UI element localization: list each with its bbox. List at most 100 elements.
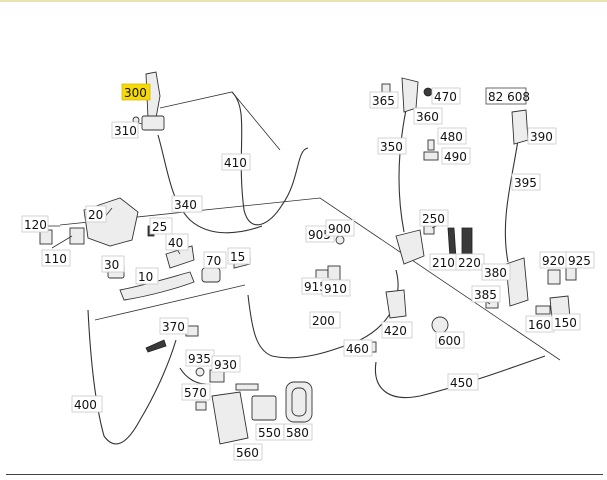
callout-250[interactable]: 250 bbox=[419, 209, 449, 227]
callout-930[interactable]: 930 bbox=[211, 355, 241, 373]
callout-600-text: 600 bbox=[438, 334, 461, 348]
callout-905-text: 905 bbox=[308, 228, 331, 242]
callout-25-text: 25 bbox=[152, 220, 167, 234]
callout-385-text: 385 bbox=[474, 288, 497, 302]
callout-920[interactable]: 920 bbox=[539, 251, 569, 269]
part-580-inner bbox=[291, 387, 307, 417]
callout-350-text: 350 bbox=[380, 140, 403, 154]
callout-110[interactable]: 110 bbox=[41, 249, 71, 267]
callout-560[interactable]: 560 bbox=[233, 443, 263, 461]
callout-365-text: 365 bbox=[372, 94, 395, 108]
callout-365[interactable]: 365 bbox=[369, 91, 399, 109]
callout-70[interactable]: 70 bbox=[203, 251, 227, 269]
callout-25[interactable]: 25 bbox=[149, 217, 173, 235]
callout-120[interactable]: 120 bbox=[21, 215, 49, 233]
part-300-lever bbox=[145, 71, 161, 119]
callout-300[interactable]: 300 bbox=[121, 83, 151, 101]
callout-10-text: 10 bbox=[138, 270, 153, 284]
callout-450[interactable]: 450 bbox=[447, 373, 479, 391]
callout-390[interactable]: 390 bbox=[527, 127, 557, 145]
callout-350[interactable]: 350 bbox=[377, 137, 407, 155]
callout-160-text: 160 bbox=[528, 318, 551, 332]
callout-480[interactable]: 480 bbox=[437, 127, 467, 145]
callout-480-text: 480 bbox=[440, 130, 463, 144]
callout-420[interactable]: 420 bbox=[381, 321, 413, 339]
callout-15-text: 15 bbox=[230, 250, 245, 264]
top-rule bbox=[0, 0, 607, 2]
callout-210[interactable]: 210 bbox=[429, 253, 459, 271]
part-310-bracket bbox=[141, 115, 165, 131]
callout-600[interactable]: 600 bbox=[435, 331, 465, 349]
part-570-screw bbox=[195, 401, 207, 411]
callout-380-text: 380 bbox=[484, 266, 507, 280]
callout-370-text: 370 bbox=[162, 320, 185, 334]
callout-915-text: 915 bbox=[304, 280, 327, 294]
callout-120-text: 120 bbox=[24, 218, 47, 232]
callout-150-text: 150 bbox=[554, 316, 577, 330]
part-360-bracket bbox=[401, 77, 419, 113]
callout-150[interactable]: 150 bbox=[551, 313, 581, 331]
callout-300-text: 300 bbox=[124, 86, 147, 100]
callout-30-text: 30 bbox=[104, 258, 119, 272]
callout-400-text: 400 bbox=[74, 398, 97, 412]
callout-395[interactable]: 395 bbox=[511, 173, 541, 191]
cable-350 bbox=[398, 109, 407, 233]
callout-935[interactable]: 935 bbox=[185, 349, 215, 367]
part-925-cap bbox=[565, 267, 577, 281]
callout-370[interactable]: 370 bbox=[159, 317, 189, 335]
callout-110-text: 110 bbox=[44, 252, 67, 266]
callout-900[interactable]: 900 bbox=[325, 219, 355, 237]
callout-570[interactable]: 570 bbox=[181, 383, 211, 401]
callout-160[interactable]: 160 bbox=[525, 315, 555, 333]
part-950-cable-end bbox=[235, 383, 259, 391]
callout-560-text: 560 bbox=[236, 446, 259, 460]
callout-380[interactable]: 380 bbox=[481, 263, 511, 281]
callout-340[interactable]: 340 bbox=[171, 195, 203, 213]
callout-400[interactable]: 400 bbox=[71, 395, 103, 413]
outline-line-lower bbox=[94, 284, 246, 321]
bottom-rule bbox=[6, 474, 603, 475]
callout-20[interactable]: 20 bbox=[85, 205, 107, 223]
callout-40[interactable]: 40 bbox=[165, 233, 189, 251]
cable-340 bbox=[157, 134, 263, 234]
callout-200[interactable]: 200 bbox=[309, 311, 341, 329]
part-550-plate bbox=[251, 395, 277, 421]
callout-470-text: 470 bbox=[434, 90, 457, 104]
callout-460[interactable]: 460 bbox=[343, 339, 373, 357]
callout-385[interactable]: 385 bbox=[471, 285, 501, 303]
callout-410[interactable]: 410 bbox=[221, 153, 251, 171]
callout-210-text: 210 bbox=[432, 256, 455, 270]
callout-220-text: 220 bbox=[458, 256, 481, 270]
callout-910[interactable]: 910 bbox=[321, 279, 351, 297]
part-920-pin bbox=[547, 269, 561, 285]
callout-930-text: 930 bbox=[214, 358, 237, 372]
cable-450 bbox=[374, 355, 546, 398]
callout-82608[interactable]: 82 608 bbox=[485, 87, 530, 105]
callout-490-text: 490 bbox=[444, 150, 467, 164]
callout-925[interactable]: 925 bbox=[565, 251, 595, 269]
callout-470[interactable]: 470 bbox=[431, 87, 461, 105]
callout-220[interactable]: 220 bbox=[455, 253, 485, 271]
callout-490[interactable]: 490 bbox=[441, 147, 471, 165]
callout-82608-text: 82 608 bbox=[488, 90, 530, 104]
part-900-lock bbox=[395, 229, 425, 265]
callout-580[interactable]: 580 bbox=[283, 423, 313, 441]
callout-420-text: 420 bbox=[384, 324, 407, 338]
callout-310[interactable]: 310 bbox=[111, 121, 139, 139]
callout-20-text: 20 bbox=[88, 208, 103, 222]
callout-15[interactable]: 15 bbox=[227, 247, 251, 265]
callout-340-text: 340 bbox=[174, 198, 197, 212]
callout-360[interactable]: 360 bbox=[413, 107, 443, 125]
callout-925-text: 925 bbox=[568, 254, 591, 268]
callout-550[interactable]: 550 bbox=[255, 423, 285, 441]
part-110-clip bbox=[69, 227, 85, 245]
callout-30[interactable]: 30 bbox=[101, 255, 125, 273]
part-490-nut bbox=[423, 151, 439, 161]
cable-410 bbox=[231, 91, 309, 226]
leader-110 bbox=[51, 235, 73, 249]
callout-10[interactable]: 10 bbox=[135, 267, 159, 285]
callout-460-text: 460 bbox=[346, 342, 369, 356]
part-480-screw bbox=[427, 139, 435, 151]
